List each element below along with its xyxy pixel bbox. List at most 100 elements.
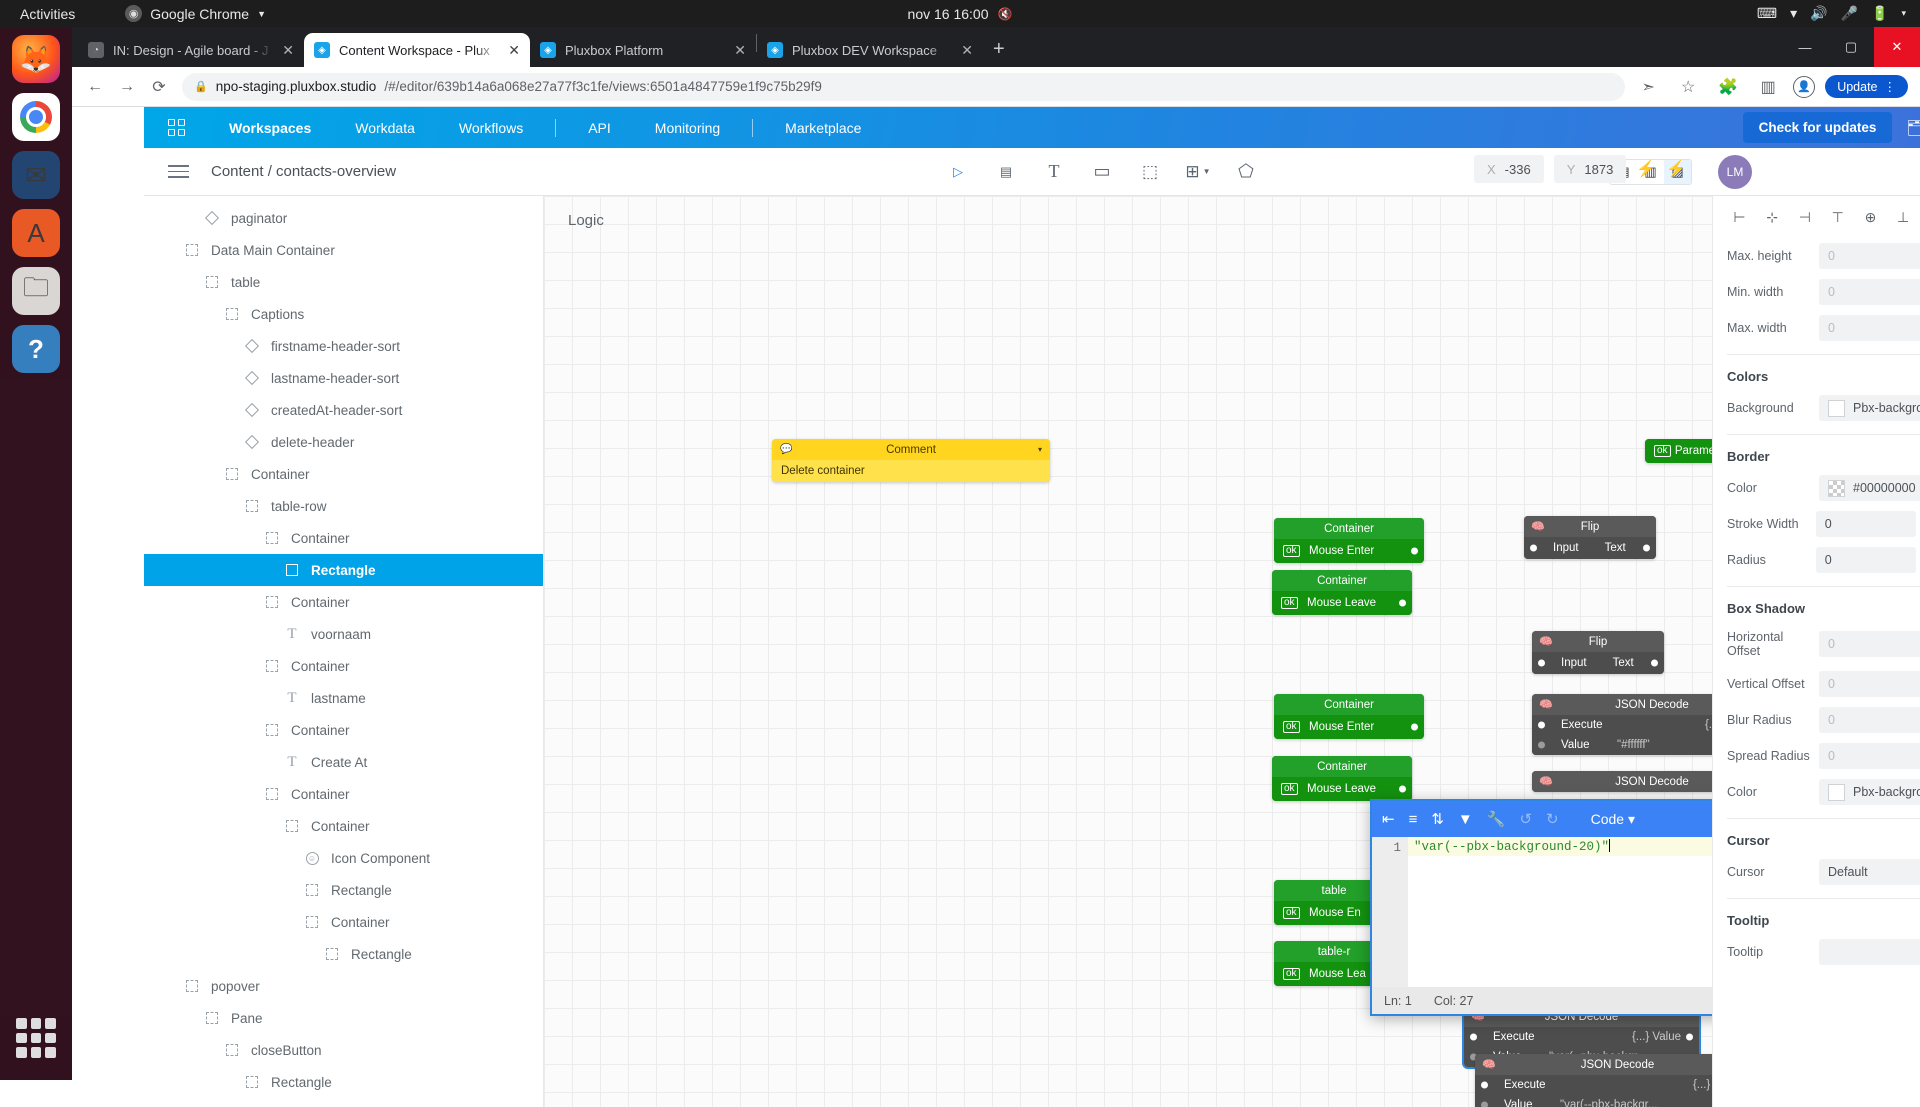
undo-icon[interactable]: ↺ [1519, 810, 1532, 828]
nav-item-marketplace[interactable]: Marketplace [763, 107, 883, 148]
node-params-change[interactable]: okParameters change [1645, 439, 1712, 463]
port[interactable] [1538, 722, 1545, 729]
min-width-input[interactable]: 0px [1819, 279, 1920, 305]
align-middle-v-icon[interactable]: ⊕ [1865, 209, 1877, 226]
input-port[interactable] [1530, 545, 1537, 552]
tree-item-container[interactable]: Container [144, 906, 543, 938]
reload-button[interactable]: ⟳ [144, 72, 174, 102]
tree-item-icon-component[interactable]: ☺Icon Component [144, 842, 543, 874]
code-editor-overlay[interactable]: ⇤ ≡ ⇅ ▼ 🔧 ↺ ↻ Code ▾ powered by ace 1 "v… [1370, 799, 1712, 1016]
browser-tab-3[interactable]: ◈ Pluxbox DEV Workspace ✕ [757, 33, 983, 67]
power-chevron-icon[interactable]: ▾ [1901, 8, 1906, 19]
node-comment[interactable]: 💬Comment▾Delete container [772, 439, 1050, 482]
tree-item-pane[interactable]: Pane [144, 1002, 543, 1034]
tree-item-firstname-header-sort[interactable]: firstname-header-sort [144, 330, 543, 362]
tree-item-rectangle[interactable]: Rectangle [144, 938, 543, 970]
dock-icon-firefox[interactable]: 🦊 [12, 35, 60, 83]
nav-item-monitoring[interactable]: Monitoring [633, 107, 742, 148]
sort-icon[interactable]: ⇅ [1431, 810, 1444, 828]
profile-icon[interactable]: 👤 [1793, 76, 1815, 98]
extensions-icon[interactable]: 🧩 [1713, 72, 1743, 102]
color-swatch[interactable] [1828, 784, 1845, 801]
lightning-icon[interactable]: ⚡ [1666, 159, 1686, 179]
tree-item-container[interactable]: Container [144, 778, 543, 810]
browser-tab-1[interactable]: ◈ Content Workspace - Plux ✕ [304, 33, 530, 67]
hamburger-menu-icon[interactable] [168, 165, 189, 178]
tree-item-closebutton[interactable]: closeButton [144, 1034, 543, 1066]
network-icon[interactable]: ▾ [1790, 5, 1797, 22]
output-port[interactable] [1651, 660, 1658, 667]
output-port[interactable] [1643, 545, 1650, 552]
prop-row-spread-radius[interactable]: Spread Radius 0px [1713, 738, 1920, 774]
redo-icon[interactable]: ↻ [1546, 810, 1559, 828]
prop-row-v-offset[interactable]: Vertical Offset 0px [1713, 666, 1920, 702]
back-button[interactable]: ← [80, 72, 110, 102]
output-port[interactable] [1399, 600, 1406, 607]
show-applications-icon[interactable] [16, 1018, 56, 1058]
indent-icon[interactable]: ⇤ [1382, 810, 1395, 828]
tree-item-rectangle[interactable]: Rectangle [144, 554, 543, 586]
clock[interactable]: nov 16 16:00 🔇 [908, 6, 1013, 22]
spread-radius-input[interactable]: 0px [1819, 743, 1920, 769]
code-mode-dropdown[interactable]: Code ▾ [1591, 811, 1635, 828]
minimize-button[interactable]: — [1782, 27, 1828, 67]
tab-close-icon[interactable]: ✕ [734, 42, 746, 59]
activities-button[interactable]: Activities [20, 6, 75, 22]
prop-row-stroke-width[interactable]: Stroke Width 0 ▢ ◌ [1713, 506, 1920, 542]
tree-item-container[interactable]: Container [144, 810, 543, 842]
nav-item-api[interactable]: API [566, 107, 633, 148]
v-offset-input[interactable]: 0px [1819, 671, 1920, 697]
port[interactable] [1481, 1082, 1488, 1089]
prop-row-max-height[interactable]: Max. height 0px [1713, 238, 1920, 274]
tool-panel[interactable]: ▤ [982, 152, 1030, 192]
tree-item-container[interactable]: Container [144, 458, 543, 490]
avatar[interactable]: LM [1718, 155, 1752, 189]
update-button[interactable]: Update⋮ [1825, 75, 1908, 98]
tooltip-input[interactable] [1819, 939, 1920, 965]
tab-close-icon[interactable]: ✕ [282, 42, 294, 59]
dock-icon-help[interactable]: ? [12, 325, 60, 373]
port[interactable] [1470, 1034, 1477, 1041]
app-menu[interactable]: ◉ Google Chrome ▼ [125, 5, 266, 22]
code-editor-area[interactable]: 1 "var(--pbx-background-20)" [1372, 837, 1712, 987]
port[interactable] [1481, 1102, 1488, 1107]
tree-item-delete-header[interactable]: delete-header [144, 426, 543, 458]
prop-row-h-offset[interactable]: Horizontal Offset 0px [1713, 622, 1920, 666]
maximize-button[interactable]: ▢ [1828, 27, 1874, 67]
tool-shape[interactable]: ⬠ [1222, 152, 1270, 192]
tree-item-table-row[interactable]: table-row [144, 490, 543, 522]
tool-run-flow[interactable]: ▷ [934, 152, 982, 192]
tree-item-container[interactable]: Container [144, 650, 543, 682]
new-tab-button[interactable]: + [993, 38, 1005, 61]
microphone-icon[interactable]: 🎤 [1841, 5, 1858, 22]
address-bar[interactable]: 🔒 npo-staging.pluxbox.studio/#/editor/63… [182, 73, 1625, 101]
briefcase-icon[interactable]: 🗂 [1906, 118, 1920, 138]
code-line[interactable]: "var(--pbx-background-20)" [1408, 837, 1712, 856]
dock-icon-software[interactable]: A [12, 209, 60, 257]
tree-item-rectangle[interactable]: Rectangle [144, 874, 543, 906]
color-swatch[interactable] [1828, 400, 1845, 417]
tab-close-icon[interactable]: ✕ [961, 42, 973, 59]
app-grid-icon[interactable] [168, 119, 185, 136]
tree-item-lastname-header-sort[interactable]: lastname-header-sort [144, 362, 543, 394]
tree-item-data-main-container[interactable]: Data Main Container [144, 234, 543, 266]
cursor-select[interactable]: Default⌄ [1819, 859, 1920, 885]
input-port[interactable] [1538, 660, 1545, 667]
prop-row-min-width[interactable]: Min. width 0px [1713, 274, 1920, 310]
prop-row-background[interactable]: Background Pbx-backgroun... ✕ [1713, 390, 1920, 426]
properties-panel[interactable]: ⊢ ⊹ ⊣ ⊤ ⊕ ⊥ ▤ ▯ Max. height 0px Min. wid… [1712, 196, 1920, 1107]
tree-item-paginator[interactable]: paginator [144, 202, 543, 234]
node-json-2[interactable]: 🧠JSON Decode [1532, 771, 1712, 792]
browser-tab-0[interactable]: ◔ IN: Design - Agile board - J ✕ [78, 33, 304, 67]
border-color-input[interactable]: #00000000 ✕ [1819, 475, 1920, 501]
prop-row-max-width[interactable]: Max. width 0px [1713, 310, 1920, 346]
nav-item-workdata[interactable]: Workdata [333, 107, 437, 148]
volume-icon[interactable]: 🔊 [1810, 5, 1827, 22]
wrench-icon[interactable]: 🔧 [1487, 810, 1506, 828]
